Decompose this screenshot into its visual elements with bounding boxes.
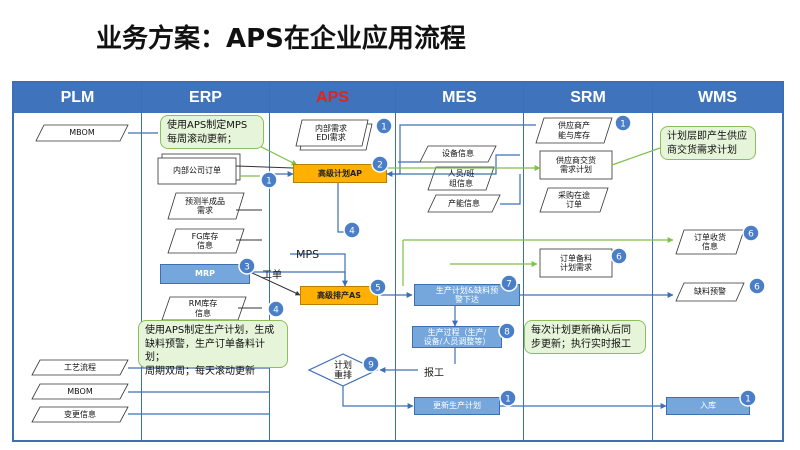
order-material-shape: [539, 248, 613, 278]
shortage-alert-shape: [675, 282, 745, 302]
process-route-shape: [31, 359, 129, 376]
step-badge: [742, 224, 760, 242]
step-badge-number: 1: [745, 395, 751, 405]
step-badge-number: 1: [505, 395, 511, 405]
step-badge-number: 1: [381, 123, 387, 133]
prod-plan-alert-process: 生产计划&缺料预 警下达: [414, 284, 520, 306]
capacity-info-shape: [427, 194, 501, 213]
step-badge-number: 8: [504, 328, 510, 338]
order-receiving-shape: [675, 229, 745, 255]
mbom-top-shape: [35, 124, 129, 142]
change-info-shape: [31, 406, 129, 423]
purchase-in-transit-label: 采购在途 订单: [558, 190, 590, 209]
step-badge: [369, 278, 387, 296]
supplier-capacity-shape: [535, 117, 613, 144]
mbom-bottom-shape: [31, 383, 129, 400]
equipment-info-shape: [419, 145, 497, 163]
internal-orders-label: 内部公司订单: [173, 166, 221, 176]
capacity-info-label: 产能信息: [448, 198, 480, 208]
step-badge: [499, 389, 517, 407]
shortage-alert-label: 缺料预警: [694, 287, 726, 297]
personnel-team-shape: [427, 166, 495, 191]
internal-demand-shape: [295, 119, 369, 147]
step-badge-number: 6: [616, 253, 622, 263]
step-badge-number: 5: [375, 284, 381, 294]
step-badge: [739, 389, 757, 407]
mbom-bottom-label: MBOM: [67, 386, 93, 396]
lane-header-srm: SRM: [524, 83, 652, 113]
lane-header-wms: WMS: [653, 83, 782, 113]
step-badge-number: 3: [244, 263, 250, 273]
supplier-capacity-label: 供应商产 能与库存: [558, 121, 590, 140]
advanced-scheduling-process: 高级排产AS: [300, 286, 378, 305]
lane-header-mes: MES: [396, 83, 523, 113]
report-work-label: 报工: [424, 368, 444, 379]
note-erp-planning: 使用APS制定生产计划，生成 缺料预警，生产订单备料计划； 周期双周；每天滚动更…: [138, 320, 288, 377]
step-badge: [498, 322, 516, 340]
note-erp-mps: 使用APS制定MPS 每周滚动更新；: [160, 115, 264, 149]
step-badge-number: 7: [506, 280, 512, 290]
lane-divider: [141, 81, 142, 442]
note-srm-delivery: 计划层即产生供应 商交货需求计划: [660, 126, 756, 160]
fg-inventory-shape: [167, 228, 245, 254]
step-badge-number: 2: [377, 161, 383, 171]
lane-divider: [269, 81, 270, 442]
step-badge: [362, 355, 380, 373]
page-title: 业务方案：APS在企业应用流程: [96, 24, 466, 54]
step-badge: [748, 277, 766, 295]
step-badge-number: 6: [754, 283, 760, 293]
step-badge: [238, 257, 256, 275]
prod-process: 生产过程（生产/ 设备/人员调整等）: [412, 326, 502, 348]
lane-divider: [652, 81, 653, 442]
step-badge: [371, 155, 389, 173]
step-badge-number: 4: [273, 306, 279, 316]
internal-demand-label: 内部需求 EDI需求: [315, 123, 347, 142]
forecast-semi-label: 预测半成品 需求: [185, 196, 225, 215]
step-badge: [500, 274, 518, 292]
step-badge-number: 9: [368, 361, 374, 371]
step-badge: [614, 114, 632, 132]
lane-divider: [523, 81, 524, 442]
fg-inventory-label: FG库存 信息: [191, 231, 219, 250]
purchase-in-transit-shape: [539, 187, 609, 213]
order-receiving-label: 订单收货 信息: [694, 232, 726, 251]
replan-label: 计划 重排: [333, 360, 352, 381]
supplier-delivery-label: 供应商交货 需求计划: [556, 155, 596, 174]
step-badge-number: 1: [620, 120, 626, 130]
step-badge: [610, 247, 628, 265]
lane-divider: [395, 81, 396, 442]
step-badge: [343, 221, 361, 239]
mbom-top-label: MBOM: [69, 128, 95, 138]
update-prod-plan-process: 更新生产计划: [414, 397, 500, 415]
mps-label: MPS: [296, 248, 320, 261]
lane-header-plm: PLM: [14, 83, 141, 113]
personnel-team-label: 人员/班 组信息: [447, 169, 475, 188]
step-badge: [375, 117, 393, 135]
lane-header-aps: APS: [270, 83, 395, 113]
step-badge-number: 4: [349, 227, 355, 237]
process-route-label: 工艺流程: [64, 362, 96, 372]
internal-orders-shape: [157, 157, 237, 185]
change-info-label: 变更信息: [64, 409, 96, 419]
work-order-label: 工单: [262, 270, 282, 281]
order-material-demand-label: 订单备料 计划需求: [560, 253, 592, 272]
step-badge-number: 1: [266, 177, 272, 187]
diagram-frame: [12, 81, 784, 442]
rm-inventory-label: RM库存 信息: [188, 299, 218, 318]
note-mes-sync: 每次计划更新确认后同 步更新；执行实时报工: [524, 320, 646, 354]
advanced-planning-process: 高级计划AP: [293, 164, 387, 183]
step-badge-number: 6: [748, 230, 754, 240]
step-badge: [267, 300, 285, 318]
step-badge: [260, 171, 278, 189]
equipment-info-label: 设备信息: [442, 149, 474, 159]
lane-header-erp: ERP: [142, 83, 269, 113]
forecast-semi-shape: [167, 192, 245, 220]
